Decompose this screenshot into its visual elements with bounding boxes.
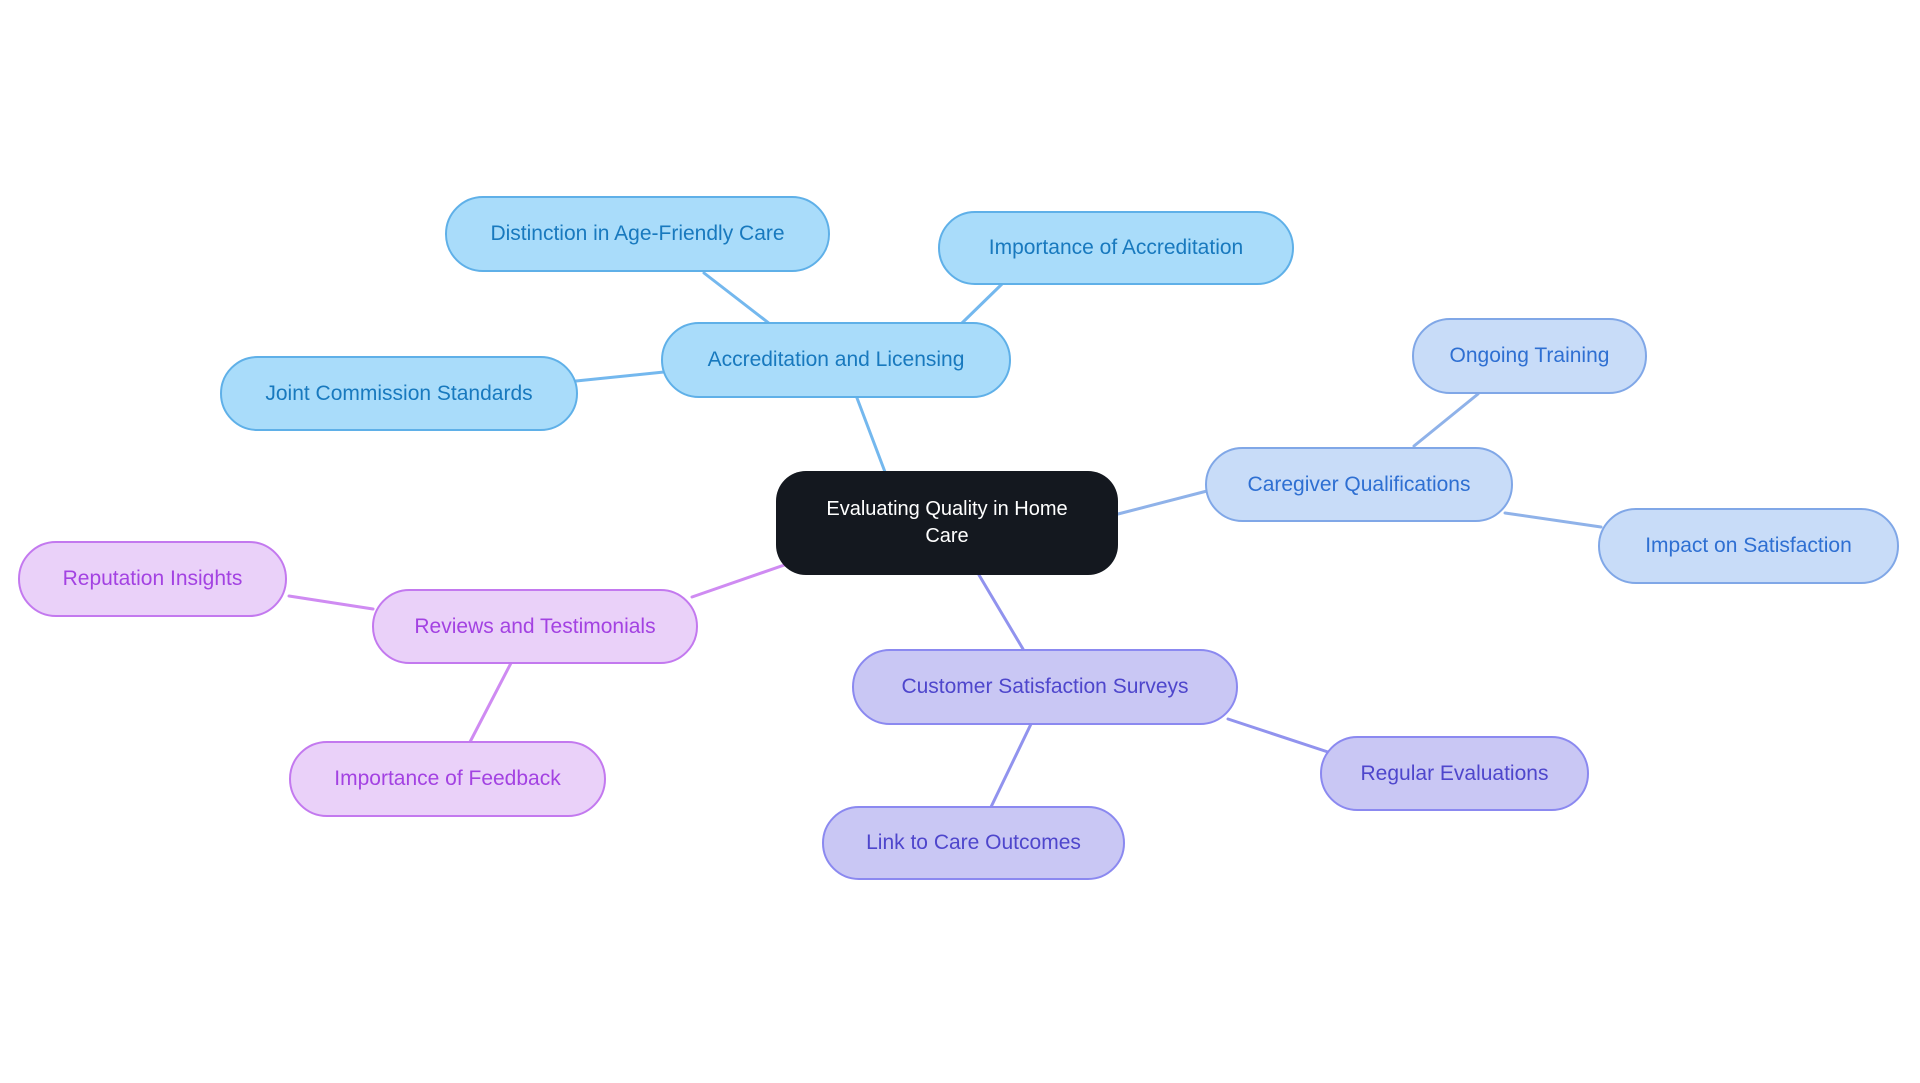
child-node-ongoing-training[interactable]: Ongoing Training (1412, 318, 1647, 394)
edge-accreditation-joint-commission (574, 370, 666, 383)
child-node-regular-evaluations[interactable]: Regular Evaluations (1320, 736, 1589, 811)
child-node-impact-on-satisfaction[interactable]: Impact on Satisfaction (1598, 508, 1899, 584)
edge-reviews-feedback (468, 661, 513, 744)
edge-reviews-reputation (287, 594, 375, 611)
branch-node-accreditation-and-licensing[interactable]: Accreditation and Licensing (661, 322, 1011, 398)
branch-node-reviews-and-testimonials[interactable]: Reviews and Testimonials (372, 589, 698, 664)
edge-surveys-care-outcomes (989, 722, 1033, 809)
edge-accreditation-importance (960, 282, 1004, 325)
edge-root-caregiver (1116, 489, 1209, 516)
child-node-reputation-insights[interactable]: Reputation Insights (18, 541, 287, 617)
branch-node-caregiver-qualifications[interactable]: Caregiver Qualifications (1205, 447, 1513, 522)
edge-root-reviews (690, 560, 795, 599)
edge-caregiver-ongoing-training (1412, 392, 1480, 448)
edge-root-accreditation (855, 396, 887, 474)
branch-node-customer-satisfaction-surveys[interactable]: Customer Satisfaction Surveys (852, 649, 1238, 725)
edge-surveys-regular-evaluations (1226, 717, 1333, 755)
child-node-link-to-care-outcomes[interactable]: Link to Care Outcomes (822, 806, 1125, 880)
child-node-joint-commission-standards[interactable]: Joint Commission Standards (220, 356, 578, 431)
root-node[interactable]: Evaluating Quality in Home Care (776, 471, 1118, 575)
edge-caregiver-impact (1503, 511, 1603, 529)
child-node-importance-of-accreditation[interactable]: Importance of Accreditation (938, 211, 1294, 285)
child-node-distinction-in-age-friendly-care[interactable]: Distinction in Age-Friendly Care (445, 196, 830, 272)
edge-root-surveys (977, 573, 1025, 651)
edge-accreditation-distinction (702, 271, 772, 326)
child-node-importance-of-feedback[interactable]: Importance of Feedback (289, 741, 606, 817)
